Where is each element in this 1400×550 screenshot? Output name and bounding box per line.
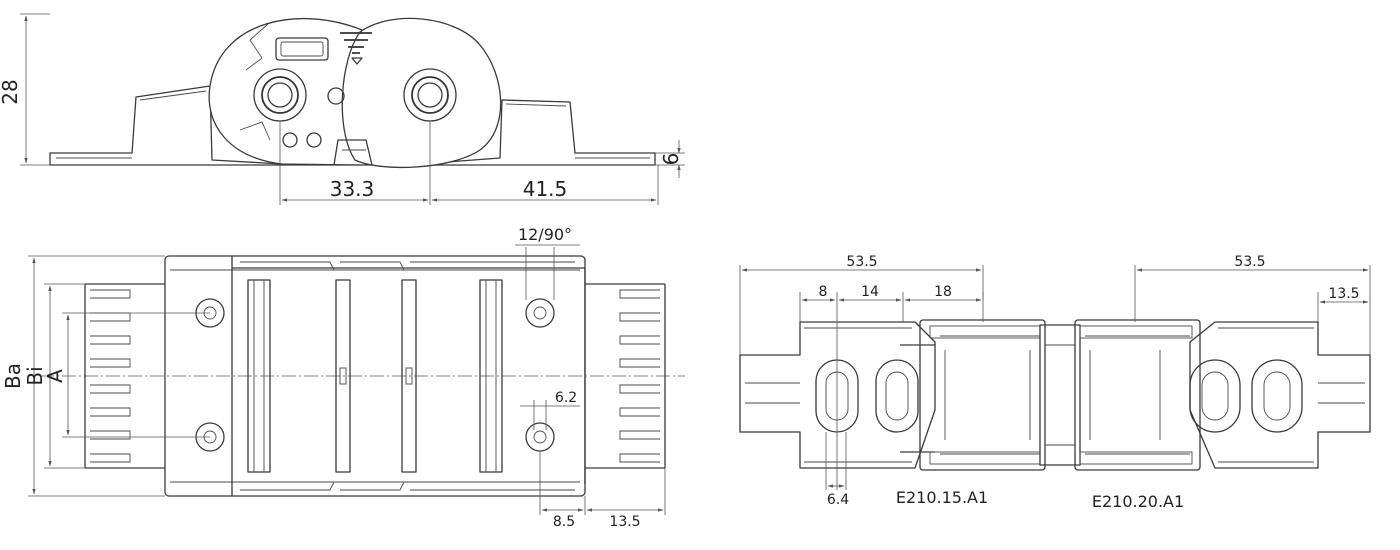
dim-13-5-right: 13.5	[1328, 286, 1359, 302]
dim-hole-offset: 6.2	[555, 390, 577, 406]
dim-width-left: 53.5	[846, 254, 877, 270]
label-left-model: E210.15.A1	[896, 488, 988, 507]
dim-14: 14	[861, 284, 879, 300]
dim-flange: 6	[659, 153, 683, 166]
dim-width-right: 53.5	[1234, 254, 1265, 270]
dim-ba: Ba	[1, 363, 25, 389]
dim-pitch-b: 41.5	[523, 177, 568, 201]
dim-edge-a: 8.5	[553, 514, 575, 530]
top-view	[28, 244, 685, 515]
side-view	[20, 13, 685, 205]
dim-edge-b: 13.5	[609, 514, 640, 530]
dim-pitch-a: 33.3	[330, 177, 375, 201]
dim-height: 28	[0, 79, 22, 104]
dim-a: A	[43, 369, 67, 383]
right-view	[739, 265, 1371, 490]
dim-angle: 12/90°	[518, 225, 572, 244]
dim-6-4: 6.4	[827, 492, 849, 508]
label-right-model: E210.20.A1	[1092, 492, 1184, 511]
dim-18: 18	[934, 284, 952, 300]
dim-8: 8	[819, 284, 828, 300]
dim-bi: Bi	[23, 366, 47, 385]
